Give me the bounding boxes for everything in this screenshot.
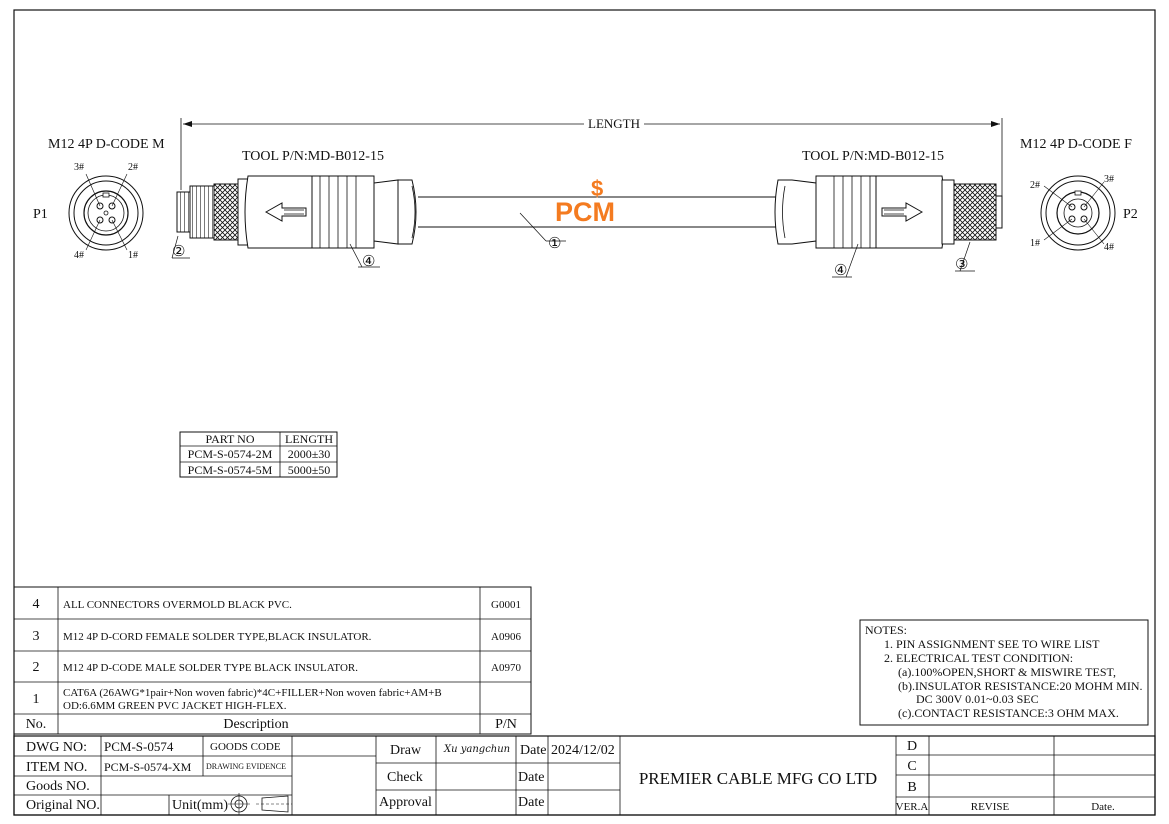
ver-label: VER.A [896, 801, 929, 813]
bom-row-4-no: 4 [33, 597, 40, 612]
part-table-row-2-length: 5000±50 [288, 463, 331, 477]
length-label: LENGTH [588, 116, 640, 131]
check-label: Check [387, 770, 423, 785]
bom-row-4-pn: G0001 [491, 599, 521, 611]
left-connector [176, 175, 417, 249]
bom-row-3-description: M12 4P D-CORD FEMALE SOLDER TYPE,BLACK I… [63, 631, 372, 643]
pcm-logo: $ PCM [555, 176, 615, 227]
p2-face-view: M12 4P D-CODE F P2 2# 3# 1# 4# [1020, 137, 1138, 253]
goods-no-label: Goods NO. [26, 779, 90, 794]
right-connector [774, 175, 1003, 249]
approval-label: Approval [379, 795, 432, 810]
p1-pin-4: 4# [74, 250, 84, 261]
bom-header-no: No. [26, 717, 47, 732]
p1-title: M12 4P D-CODE M [48, 137, 165, 152]
bom-header-pn: P/N [495, 717, 517, 732]
revision-c: C [907, 759, 916, 774]
part-table-header-length: LENGTH [285, 432, 333, 446]
bom-header-description: Description [223, 717, 288, 732]
revise-label: REVISE [971, 801, 1010, 813]
tool-pn-left: TOOL P/N:MD-B012-15 [242, 149, 384, 164]
p2-pin-3: 3# [1104, 174, 1114, 185]
p2-title: M12 4P D-CODE F [1020, 137, 1132, 152]
draw-date-value: 2024/12/02 [551, 743, 615, 758]
bom-row-1-no: 1 [33, 692, 40, 707]
dwg-no-label: DWG NO: [26, 740, 87, 755]
bom-row-2-pn: A0970 [491, 662, 521, 674]
revision-d: D [907, 739, 917, 754]
p1-pin-3: 3# [74, 162, 84, 173]
p2-label: P2 [1123, 207, 1138, 222]
tool-pn-right: TOOL P/N:MD-B012-15 [802, 149, 944, 164]
p1-pin-1: 1# [128, 250, 138, 261]
unit-label: Unit(mm) [172, 798, 228, 813]
notes-box: NOTES: 1. PIN ASSIGNMENT SEE TO WIRE LIS… [859, 619, 1149, 726]
bom-row-1-description-line2: OD:6.6MM GREEN PVC JACKET HIGH-FLEX. [63, 700, 287, 712]
notes-line-2: 2. ELECTRICAL TEST CONDITION: [884, 651, 1073, 665]
item-no-label: ITEM NO. [26, 760, 87, 775]
bom-row-2-no: 2 [33, 660, 40, 675]
drawing-evidence-label: DRAWING EVIDENCE [206, 762, 286, 771]
approval-date-label: Date [518, 795, 544, 810]
p1-face-view: M12 4P D-CODE M P1 3# 2# 4# 1# [33, 137, 165, 261]
check-date-label: Date [518, 770, 544, 785]
notes-line-4: (b).INSULATOR RESISTANCE:20 MOHM MIN. [898, 679, 1143, 693]
callout-2-label: ② [172, 244, 185, 260]
draw-label: Draw [390, 743, 422, 758]
cable [418, 196, 778, 228]
date-col-label: Date. [1091, 801, 1115, 813]
callout-4-left: ④ [349, 243, 380, 270]
p1-label: P1 [33, 207, 48, 222]
callout-3-label: ③ [955, 257, 968, 273]
bom-row-2-description: M12 4P D-CODE MALE SOLDER TYPE BLACK INS… [63, 662, 358, 674]
callout-4-right: ④ [832, 243, 859, 279]
callout-1-label: ① [548, 236, 561, 252]
part-table-row-1-partno: PCM-S-0574-2M [188, 447, 273, 461]
bom-row-3-pn: A0906 [491, 631, 521, 643]
p2-pin-4: 4# [1104, 242, 1114, 253]
notes-line-3: (a).100%OPEN,SHORT & MISWIRE TEST, [898, 665, 1116, 679]
callout-4-right-label: ④ [834, 263, 847, 279]
bom-row-4-description: ALL CONNECTORS OVERMOLD BLACK PVC. [63, 599, 292, 611]
callout-1: ① [519, 212, 566, 252]
pcm-logo-symbol: $ [591, 176, 603, 201]
dwg-no-value: PCM-S-0574 [104, 739, 174, 754]
original-no-label: Original NO. [26, 798, 100, 813]
callout-2: ② [171, 235, 190, 260]
callout-3: ③ [955, 241, 975, 273]
bom-row-3-no: 3 [33, 629, 40, 644]
p2-pin-2: 2# [1030, 180, 1040, 191]
p1-pin-2: 2# [128, 162, 138, 173]
draw-signature: Xu yangchun [443, 744, 510, 755]
part-number-table: PART NO LENGTH PCM-S-0574-2M 2000±30 PCM… [179, 431, 338, 478]
item-no-value: PCM-S-0574-XM [104, 760, 192, 774]
p2-pin-1: 1# [1030, 238, 1040, 249]
bom-row-1-description: CAT6A (26AWG*1pair+Non woven fabric)*4C+… [63, 687, 442, 699]
goods-code-label: GOODS CODE [210, 741, 281, 753]
notes-line-5: DC 300V 0.01~0.03 SEC [916, 692, 1039, 706]
draw-date-label: Date [520, 743, 546, 758]
title-block: DWG NO: PCM-S-0574 GOODS CODE ITEM NO. P… [13, 735, 1156, 816]
projection-symbol-icon [228, 793, 292, 815]
revision-b: B [907, 780, 916, 795]
part-table-header-partno: PART NO [206, 432, 255, 446]
company-name: PREMIER CABLE MFG CO LTD [639, 769, 877, 788]
callout-4-left-label: ④ [362, 254, 375, 270]
length-dimension: LENGTH [180, 116, 1003, 200]
notes-line-6: (c).CONTACT RESISTANCE:3 OHM MAX. [898, 706, 1119, 720]
notes-line-1: 1. PIN ASSIGNMENT SEE TO WIRE LIST [884, 637, 1100, 651]
notes-title: NOTES: [865, 623, 907, 637]
part-table-row-1-length: 2000±30 [288, 447, 331, 461]
part-table-row-2-partno: PCM-S-0574-5M [188, 463, 273, 477]
pcm-logo-text: PCM [555, 197, 615, 227]
bom-table: 4 ALL CONNECTORS OVERMOLD BLACK PVC. G00… [13, 586, 532, 735]
